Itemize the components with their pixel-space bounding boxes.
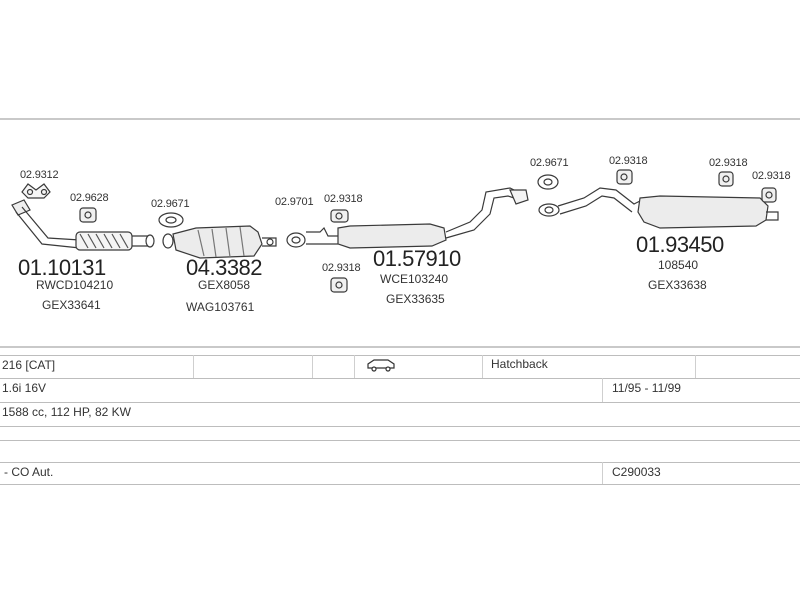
mount-part-number-4: 02.9318: [709, 157, 748, 169]
clamp-1-drawing: [21, 183, 51, 199]
gasket-part-number-3: 02.9701: [275, 196, 314, 208]
mount-part-number-2: 02.9318: [322, 262, 361, 274]
years-cell: 11/95 - 11/99: [612, 381, 681, 395]
body-type-cell: Hatchback: [491, 357, 548, 371]
middle-silencer-drawing: [306, 187, 529, 249]
mount-rubber-5-drawing: [718, 171, 734, 187]
gasket-part-number-1: 02.9628: [70, 192, 109, 204]
model-cell: 216 [CAT]: [2, 358, 56, 372]
mount-part-number-1: 02.9318: [324, 193, 363, 205]
gasket-part-number-2: 02.9671: [151, 198, 190, 210]
catalyst-part-number: 04.3382: [186, 255, 263, 280]
mount-rubber-3-drawing: [330, 277, 348, 293]
catalyst-ref-2: WAG103761: [186, 300, 255, 314]
front-pipe-ref-2: GEX33641: [42, 298, 101, 312]
rear-silencer-part-number: 01.93450: [636, 232, 724, 257]
engine-specs-cell: 1588 cc, 112 HP, 82 KW: [2, 405, 131, 419]
front-pipe-part-number: 01.10131: [18, 255, 106, 280]
catalog-code-cell: C290033: [612, 465, 661, 479]
car-body-icon: [366, 358, 396, 375]
gasket-ring-1-drawing: [158, 212, 184, 228]
middle-silencer-ref-2: GEX33635: [386, 292, 445, 306]
gasket-ring-2-drawing: [286, 232, 306, 248]
engine-cell: 1.6i 16V: [2, 381, 47, 395]
front-pipe-drawing: [11, 199, 155, 251]
gasket-ring-3-drawing: [537, 174, 559, 190]
rear-silencer-ref-2: GEX33638: [648, 278, 707, 292]
rear-silencer-ref-1: 108540: [658, 258, 699, 272]
mount-rubber-2-drawing: [330, 209, 349, 223]
gearbox-cell: - CO Aut.: [4, 465, 54, 479]
middle-silencer-part-number: 01.57910: [373, 246, 461, 271]
clamp-part-number: 02.9312: [20, 169, 59, 181]
mount-part-number-5: 02.9318: [752, 170, 791, 182]
catalyst-ref-1: GEX8058: [198, 278, 251, 292]
middle-silencer-ref-1: WCE103240: [380, 272, 449, 286]
mount-rubber-4-drawing: [616, 169, 633, 185]
front-pipe-ref-1: RWCD104210: [36, 278, 114, 292]
top-frame-line: [0, 118, 800, 120]
bottom-frame-line: [0, 346, 800, 348]
mount-rubber-6-drawing: [761, 187, 777, 203]
catalytic-converter-drawing: [162, 225, 277, 259]
rear-silencer-drawing: [538, 187, 779, 229]
mount-part-number-3: 02.9318: [609, 155, 648, 167]
gasket-part-number-4: 02.9671: [530, 157, 569, 169]
mount-rubber-1-drawing: [79, 207, 97, 223]
